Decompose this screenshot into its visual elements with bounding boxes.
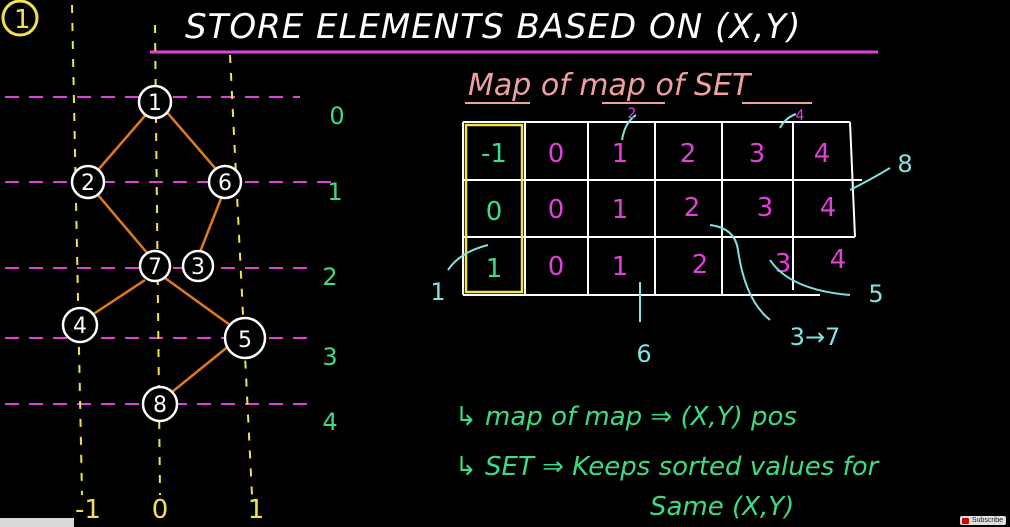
tree-node-labels: 1 2 6 7 3 4 5 8 [73, 91, 252, 418]
note-set: ↳ SET ⇒ Keeps sorted values for [455, 452, 881, 482]
map-cell: 4 [820, 193, 837, 223]
tree-nodes [61, 84, 267, 423]
map-cell: 1 [612, 195, 629, 225]
node-5 [223, 316, 267, 360]
node-8 [141, 385, 179, 423]
level-label-2: 2 [322, 263, 337, 291]
note-map-of-map: ↳ map of map ⇒ (X,Y) pos [455, 402, 797, 432]
map-cell: 2 [692, 250, 709, 280]
map-title: Map of map of SET [468, 68, 753, 103]
step-badge: 1 [14, 5, 31, 35]
map-cell: 0 [548, 139, 565, 169]
level-labels: 0 1 2 3 4 [322, 102, 344, 436]
map-cell: 3 [749, 139, 766, 169]
map-row-key-2: 1 [486, 254, 503, 284]
node-label-5: 5 [238, 328, 252, 353]
map-arrows [447, 113, 891, 322]
map-cell: 2 [680, 139, 697, 169]
map-annotation-labels: 2 4 8 1 6 5 3→7 [430, 106, 912, 368]
annotation-right-8: 8 [897, 150, 912, 178]
column-label-1: 1 [248, 495, 265, 525]
node-label-4: 4 [73, 314, 87, 339]
map-cell: 4 [814, 139, 831, 169]
map-row-key-1: 0 [486, 197, 503, 227]
step-badge-circle [1, 0, 39, 37]
annotation-left-1: 1 [430, 278, 445, 306]
map-key-column-highlight [464, 123, 524, 294]
node-3 [181, 249, 215, 283]
node-4 [61, 306, 99, 344]
level-label-0: 0 [329, 102, 344, 130]
map-row-key-0: -1 [481, 139, 507, 169]
annotation-up-4: 4 [796, 108, 805, 124]
column-label-0: 0 [152, 495, 169, 525]
node-label-1: 1 [148, 91, 162, 116]
map-cell: 2 [684, 193, 701, 223]
map-cell: 1 [612, 252, 629, 282]
annotation-right-5: 5 [868, 280, 883, 308]
map-grid [462, 121, 862, 296]
map-row-keys: -1 0 1 [481, 139, 507, 284]
node-2 [70, 164, 106, 200]
video-corner-overlay [0, 518, 74, 527]
annotation-down-6: 6 [636, 340, 651, 368]
node-label-6: 6 [218, 171, 232, 196]
node-label-3: 3 [191, 255, 205, 280]
level-label-4: 4 [322, 408, 337, 436]
node-6 [207, 164, 243, 200]
level-label-1: 1 [327, 178, 342, 206]
page-title: STORE ELEMENTS BASED ON (X,Y) [185, 7, 801, 47]
annotation-up-2: 2 [628, 106, 637, 122]
column-label-neg1: -1 [75, 495, 101, 525]
tree-edges [91, 109, 231, 393]
level-label-3: 3 [322, 343, 337, 371]
node-label-8: 8 [153, 393, 167, 418]
map-cell: 3 [757, 193, 774, 223]
map-cell: 0 [548, 252, 565, 282]
level-lines [5, 96, 335, 405]
node-label-7: 7 [148, 255, 162, 280]
notes: ↳ map of map ⇒ (X,Y) pos ↳ SET ⇒ Keeps s… [455, 402, 881, 522]
map-cell: 0 [548, 195, 565, 225]
column-labels: -1 0 1 [75, 495, 264, 525]
node-7 [138, 249, 172, 283]
subscribe-button[interactable]: Subscribe [959, 516, 1006, 525]
note-same-xy: Same (X,Y) [650, 492, 794, 522]
map-cell: 4 [830, 245, 847, 275]
node-label-2: 2 [81, 171, 95, 196]
annotation-chain: 3→7 [790, 323, 841, 351]
node-1 [137, 84, 173, 120]
map-cells: 0 1 2 3 4 0 1 2 3 4 0 1 2 3 4 [548, 139, 847, 282]
map-cell: 1 [612, 139, 629, 169]
